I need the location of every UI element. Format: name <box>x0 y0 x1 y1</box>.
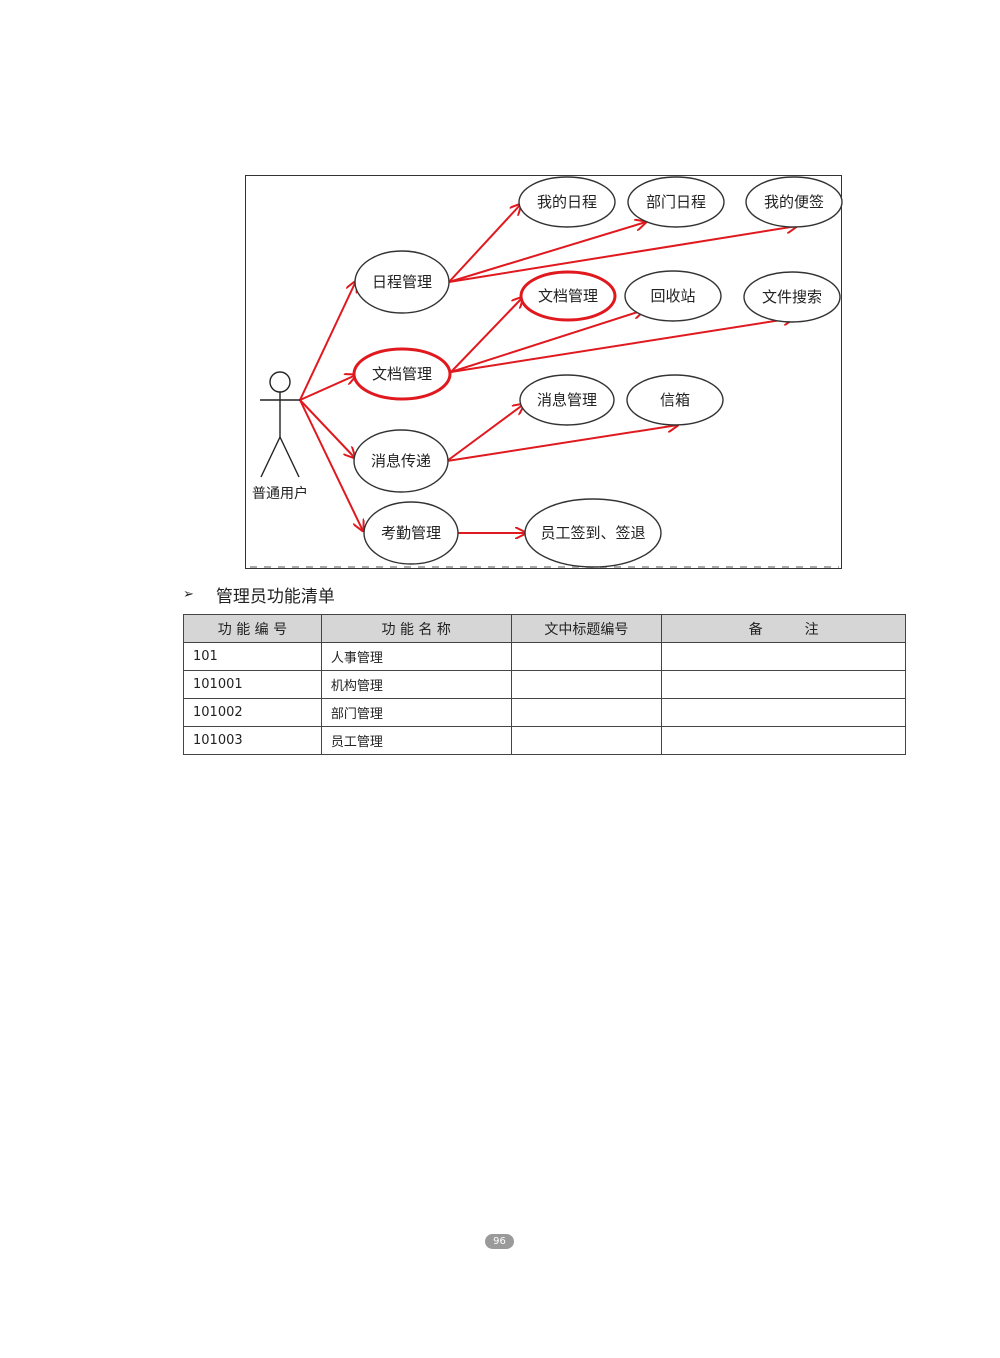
usecase-schedule-mgmt <box>354 250 450 314</box>
cell-function-id: 101001 <box>183 670 322 699</box>
section-heading: ➢ 管理员功能清单 <box>183 582 335 607</box>
label-file-search: 文件搜索 <box>762 288 822 306</box>
arrow-msg-mailbox <box>446 425 678 462</box>
cell-remarks <box>661 670 906 699</box>
arrow-msg-msgmgmt <box>446 404 524 462</box>
arrow-doc-docmgmt <box>450 297 523 373</box>
label-dept-schedule: 部门日程 <box>646 193 706 211</box>
header-title-number: 文中标题编号 <box>510 614 663 643</box>
page-number: 96 <box>485 1234 514 1249</box>
cell-function-name: 机构管理 <box>320 670 512 699</box>
arrow-doc-recycle <box>450 310 644 373</box>
arrow-actor-doc <box>299 375 356 401</box>
cell-remarks <box>661 726 906 755</box>
label-checkin-checkout: 员工签到、签退 <box>540 524 645 542</box>
usecase-doc-mgmt <box>352 347 452 401</box>
label-recycle-bin: 回收站 <box>650 287 695 305</box>
label-my-notes: 我的便签 <box>764 193 824 211</box>
usecase-my-notes <box>745 176 843 228</box>
usecase-checkin-checkout <box>524 498 662 568</box>
table-row: 101002 部门管理 <box>183 698 906 727</box>
function-table: 功 能 编 号 功 能 名 称 文中标题编号 备 注 101 人事管理 1010… <box>183 614 906 755</box>
arrow-actor-schedule <box>299 281 356 401</box>
use-case-diagram: 普通用户 日程管理 文档管理 消息传递 考勤管理 我的日程 部门日程 我的便签 <box>245 175 843 569</box>
cell-function-id: 101003 <box>183 726 322 755</box>
label-doc-mgmt: 文档管理 <box>372 365 432 383</box>
label-msg-mgmt: 消息管理 <box>537 391 597 409</box>
label-my-schedule: 我的日程 <box>537 193 597 211</box>
bullet-arrow-icon: ➢ <box>183 587 194 602</box>
cell-function-name: 部门管理 <box>320 698 512 727</box>
usecase-mailbox <box>626 374 724 426</box>
arrow-schedule-notes <box>448 226 797 283</box>
arrow-actor-attendance <box>299 399 363 531</box>
label-attendance-mgmt: 考勤管理 <box>381 524 441 542</box>
table-row: 101003 员工管理 <box>183 726 906 755</box>
use-case-diagram-svg: 普通用户 日程管理 文档管理 消息传递 考勤管理 我的日程 部门日程 我的便签 <box>250 176 843 568</box>
cell-function-name: 人事管理 <box>320 642 512 671</box>
arrow-doc-search <box>450 318 794 373</box>
usecase-file-search <box>743 271 841 323</box>
usecase-recycle-bin <box>624 270 722 322</box>
cell-title-number <box>510 726 663 755</box>
label-schedule-mgmt: 日程管理 <box>372 273 432 291</box>
cell-remarks <box>661 642 906 671</box>
usecase-attendance-mgmt <box>363 501 459 565</box>
usecase-msg-delivery <box>353 429 449 493</box>
cell-title-number <box>510 670 663 699</box>
label-msg-delivery: 消息传递 <box>371 452 431 470</box>
label-doc-mgmt-sub: 文档管理 <box>538 287 598 305</box>
arrow-schedule-dept <box>448 222 646 283</box>
cell-remarks <box>661 698 906 727</box>
header-function-name: 功 能 名 称 <box>320 614 512 643</box>
cell-title-number <box>510 642 663 671</box>
cell-title-number <box>510 698 663 727</box>
label-mailbox: 信箱 <box>660 391 690 409</box>
arrow-actor-msg <box>299 399 355 458</box>
usecase-dept-schedule <box>627 176 725 228</box>
usecase-doc-mgmt-sub <box>519 270 617 322</box>
actor-label: 普通用户 <box>252 485 308 502</box>
cell-function-id: 101 <box>183 642 322 671</box>
usecase-msg-mgmt <box>519 374 615 426</box>
header-remarks: 备 注 <box>661 614 906 643</box>
table-row: 101001 机构管理 <box>183 670 906 699</box>
table-row: 101 人事管理 <box>183 642 906 671</box>
cell-function-name: 员工管理 <box>320 726 512 755</box>
cell-function-id: 101002 <box>183 698 322 727</box>
section-title: 管理员功能清单 <box>215 587 335 607</box>
header-function-id: 功 能 编 号 <box>183 614 322 643</box>
actor-stick-figure-icon <box>260 371 300 478</box>
arrow-schedule-my <box>448 204 521 283</box>
usecase-my-schedule <box>518 176 616 228</box>
table-header-row: 功 能 编 号 功 能 名 称 文中标题编号 备 注 <box>183 614 906 643</box>
